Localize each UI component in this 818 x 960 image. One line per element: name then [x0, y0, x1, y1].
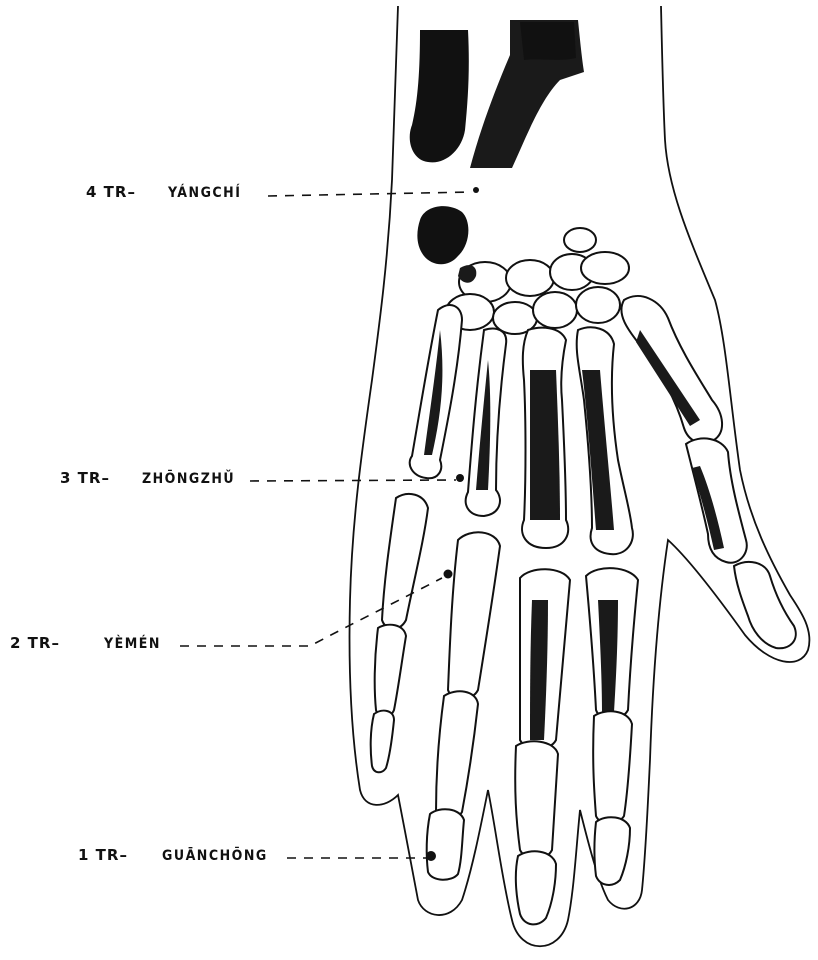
- label-4-code: 4 TR–: [86, 183, 136, 201]
- label-2-code: 2 TR–: [10, 634, 60, 652]
- zhongzhu-point: [456, 474, 464, 482]
- point-labels: 4 TR– YÁNGCHÍ 3 TR– ZHŌNGZHǓ 2 TR– YÈMÉN…: [10, 183, 268, 864]
- label-2-name: YÈMÉN: [103, 635, 161, 652]
- label-3-code: 3 TR–: [60, 469, 110, 487]
- label-1-code: 1 TR–: [78, 846, 128, 864]
- label-4-name: YÁNGCHÍ: [167, 184, 241, 201]
- yangchi-point: [473, 187, 479, 193]
- yemen-point: [444, 570, 453, 579]
- guanchong-point: [426, 851, 436, 861]
- label-3-name: ZHŌNGZHǓ: [142, 469, 235, 487]
- label-1-name: GUĀNCHŌNG: [162, 846, 268, 864]
